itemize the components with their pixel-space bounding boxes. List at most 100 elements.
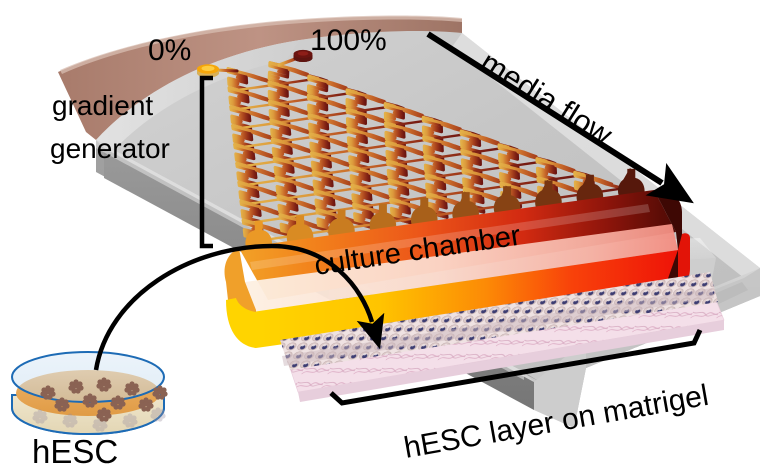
chamber-left-cap-front (226, 298, 256, 348)
petri-dish (11, 351, 168, 435)
serpentine-channel (422, 135, 445, 162)
serpentine-channel (276, 194, 300, 222)
inlet-feed-low (214, 68, 239, 73)
hesc-colony (122, 413, 138, 428)
serpentine-channel (347, 145, 370, 173)
serpentine-channel (425, 192, 449, 219)
serpentine-channel (384, 121, 406, 149)
device-left-wall-top (96, 40, 300, 150)
chamber-inlet-bulb (617, 168, 645, 197)
serpentine-channel (424, 173, 447, 200)
serpentine-channel (268, 99, 291, 127)
gradient-generator-bracket (199, 75, 213, 249)
serpentine-channel (227, 86, 251, 113)
serpentine-channel (460, 148, 483, 176)
matrigel-side (298, 320, 724, 402)
serpentine-channel (267, 61, 290, 89)
chamber-bevel (245, 224, 678, 312)
hesc-colony (40, 385, 56, 400)
chamber-inlet-bulb (535, 179, 562, 209)
inlet-port-high[interactable] (293, 49, 313, 62)
serpentine-channel (306, 93, 329, 121)
chamber-inlet-bulb (328, 209, 355, 238)
serpentine-channel (389, 197, 412, 225)
chamber-inlet-bulb (369, 203, 397, 232)
chamber-right-cap (654, 189, 682, 291)
serpentine-channel (345, 88, 367, 116)
serpentine-channel (270, 137, 294, 165)
serpentine-channel (384, 140, 408, 168)
serpentine-channel (278, 213, 339, 235)
serpentine-channel (386, 159, 409, 187)
serpentine-channel (229, 105, 253, 132)
seeding-arrow (93, 243, 385, 371)
serpentine-channel (237, 180, 261, 208)
inlet-port-low[interactable] (197, 64, 219, 78)
hesc-colony (124, 381, 140, 396)
chamber-specular (250, 204, 650, 270)
gradient-generator-network (214, 54, 633, 246)
serpentine-channel (267, 80, 290, 108)
serpentine-channel (269, 118, 292, 146)
hesc-colony (32, 409, 48, 424)
junction-bar (251, 173, 585, 224)
hesc-colony (152, 385, 168, 400)
serpentine-channel (235, 161, 259, 189)
label-gradient-generator-line2: generator (50, 133, 170, 164)
serpentine-channel (421, 115, 444, 143)
label-gradient-generator-line1: gradient (52, 90, 153, 121)
hesc-colony (68, 379, 84, 394)
serpentine-channel (306, 74, 329, 102)
serpentine-channel (497, 143, 520, 171)
serpentine-channel (348, 164, 372, 192)
label-inlet-high: 100% (310, 24, 387, 57)
serpentine-channel (387, 178, 411, 206)
device-top-rim-highlight (60, 15, 462, 74)
serpentine-channel (307, 113, 330, 140)
hesc-layer-bracket (329, 328, 703, 406)
serpentine-channel (308, 132, 332, 159)
hesc-colony (82, 393, 98, 408)
hesc-colonies (32, 377, 168, 432)
hesc-colony (96, 377, 112, 392)
serpentine-channel (226, 67, 249, 94)
chamber-inlet-bulb (286, 215, 314, 244)
label-hesc-dish: hESC (32, 433, 118, 470)
serpentine-channel (461, 167, 484, 195)
chamber-inlet-bulb (245, 220, 273, 250)
junction-bar (238, 91, 358, 111)
serpentine-channel (346, 126, 369, 154)
serpentine-channel (310, 151, 333, 178)
serpentine-channel (233, 142, 257, 170)
chamber-right-cap-front (678, 233, 690, 288)
chamber-inlet-bulb (493, 185, 521, 215)
hesc-colony (54, 397, 70, 412)
serpentine-channel (315, 207, 339, 235)
serpentine-channel (423, 154, 446, 181)
serpentine-channel (274, 175, 298, 203)
serpentine-channel (535, 157, 558, 185)
chamber-inlet-bulb (576, 173, 604, 203)
chamber-inlet-bulb (410, 197, 438, 226)
hesc-colony (62, 413, 78, 428)
serpentine-channel (350, 183, 374, 211)
chamber-inlet-bulb (452, 191, 480, 221)
device-top-rim (58, 16, 462, 140)
serpentine-channel (272, 156, 296, 184)
serpentine-channel (231, 124, 255, 151)
serpentine-channel (459, 129, 482, 157)
media-flow-arrow (426, 31, 694, 204)
hesc-colony (96, 407, 112, 422)
hesc-colony (138, 397, 154, 412)
serpentine-channel (352, 202, 376, 230)
hesc-colony (110, 395, 126, 410)
serpentine-channel (239, 199, 263, 227)
serpentine-channel (383, 102, 406, 130)
serpentine-channel (313, 189, 337, 216)
label-inlet-low: 0% (148, 34, 191, 67)
serpentine-channel (345, 107, 368, 135)
hesc-colony (150, 407, 166, 422)
cell-monolayer-front-edge (282, 288, 714, 366)
